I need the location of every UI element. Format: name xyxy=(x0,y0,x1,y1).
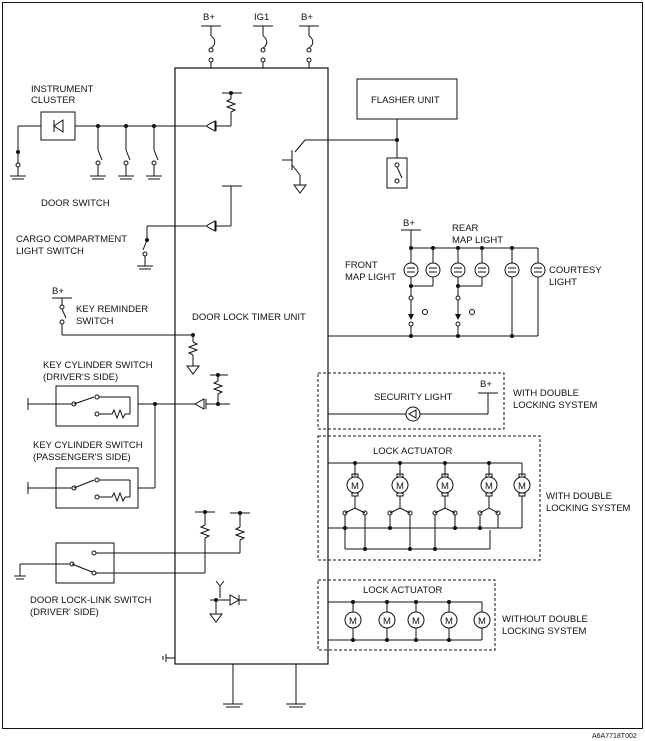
cargo-switch-label-2: LIGHT SWITCH xyxy=(16,246,84,257)
svg-text:M: M xyxy=(441,481,449,492)
instrument-cluster-label-1: INSTRUMENT xyxy=(31,84,93,95)
supply-ig1: IG1 xyxy=(254,12,269,23)
power-feeds xyxy=(201,25,319,68)
key-cyl-driver-label-2: (DRIVER'S SIDE) xyxy=(43,372,118,383)
key-cyl-driver-label-1: KEY CYLINDER SWITCH xyxy=(43,360,153,371)
key-cyl-pass-label-2: (PASSENGER'S SIDE) xyxy=(33,452,131,463)
security-light-circuit xyxy=(328,392,498,422)
courtesy-label-2: LIGHT xyxy=(549,277,577,288)
supply-bplus-1: B+ xyxy=(203,12,215,23)
key-reminder-label-1: KEY REMINDER xyxy=(76,304,148,315)
door-switch-wiring xyxy=(10,125,205,180)
flasher-unit-label: FLASHER UNIT xyxy=(371,95,440,106)
lock-actuator-label-1: LOCK ACTUATOR xyxy=(373,446,452,457)
svg-text:M: M xyxy=(412,616,420,627)
internal-diode-3 xyxy=(193,373,230,410)
security-bplus: B+ xyxy=(480,379,492,390)
timer-internal-resistor xyxy=(175,333,200,375)
key-reminder-bplus: B+ xyxy=(52,286,64,297)
without-dls-b: LOCKING SYSTEM xyxy=(502,626,587,637)
svg-text:M: M xyxy=(349,616,357,627)
motor-icon-no-dls: M M M M M xyxy=(344,602,491,640)
link-switch xyxy=(14,550,240,580)
internal-diode-4 xyxy=(209,580,247,623)
svg-text:M: M xyxy=(351,481,359,492)
key-cyl-driver-switch xyxy=(27,394,196,420)
key-cyl-pass-label-1: KEY CYLINDER SWITCH xyxy=(33,440,143,451)
lock-actuator-label-2: LOCK ACTUATOR xyxy=(363,585,442,596)
svg-text:M: M xyxy=(445,616,453,627)
instrument-cluster-box xyxy=(40,111,76,141)
flasher-relay xyxy=(394,162,403,184)
rear-map-label-1: REAR xyxy=(452,223,479,234)
lock-actuator-no-dls-circuit xyxy=(328,600,482,642)
key-reminder-switch xyxy=(52,297,175,336)
without-dls-a: WITHOUT DOUBLE xyxy=(502,614,588,625)
svg-text:M: M xyxy=(485,481,493,492)
instrument-cluster-label-2: CLUSTER xyxy=(31,95,75,106)
door-switch-label: DOOR SWITCH xyxy=(41,198,110,209)
with-dls-2b: LOCKING SYSTEM xyxy=(546,503,631,514)
link-switch-label-1: DOOR LOCK-LINK SWITCH xyxy=(30,595,152,606)
link-switch-box xyxy=(55,542,115,584)
door-lock-timer-unit-box xyxy=(174,67,329,665)
with-dls-1b: LOCKING SYSTEM xyxy=(513,400,598,411)
supply-bplus-2: B+ xyxy=(301,12,313,23)
security-light-label: SECURITY LIGHT xyxy=(374,392,453,403)
flasher-relay-box xyxy=(386,157,408,189)
motor-icon: M M M M M xyxy=(346,461,531,528)
link-switch-label-2: (DRIVER' SIDE) xyxy=(30,607,99,618)
with-dls-2a: WITH DOUBLE xyxy=(546,491,612,502)
map-light-switches xyxy=(328,277,539,338)
lock-actuator-dls-box xyxy=(317,435,541,561)
reference-code: A6A7718T002 xyxy=(592,733,637,740)
svg-text:M: M xyxy=(518,481,526,492)
rear-map-label-2: MAP LIGHT xyxy=(452,235,503,246)
key-reminder-label-2: SWITCH xyxy=(76,316,114,327)
courtesy-label-1: COURTESY xyxy=(549,265,602,276)
with-dls-1a: WITH DOUBLE xyxy=(513,388,579,399)
key-cyl-pass-switch xyxy=(27,404,156,503)
front-map-label-2: MAP LIGHT xyxy=(345,272,396,283)
flasher-unit-box xyxy=(356,78,458,120)
svg-text:M: M xyxy=(383,616,391,627)
map-bplus: B+ xyxy=(403,218,415,229)
svg-text:M: M xyxy=(396,481,404,492)
security-light-box xyxy=(317,372,505,430)
link-internal-resistors xyxy=(195,510,250,573)
unit-grounds xyxy=(162,654,306,708)
lock-actuator-no-dls-box xyxy=(317,579,496,651)
cargo-switch-label-1: CARGO COMPARTMENT xyxy=(16,234,127,245)
flasher-transistor xyxy=(282,119,399,194)
cluster-diode-icon xyxy=(53,119,64,133)
diagram-frame xyxy=(2,2,643,729)
lock-actuator-dls-circuit xyxy=(328,462,522,550)
svg-text:M: M xyxy=(478,616,486,627)
cargo-switch xyxy=(137,225,205,270)
door-switch-group xyxy=(90,124,162,180)
internal-diode-2 xyxy=(204,185,242,232)
timer-unit-label: DOOR LOCK TIMER UNIT xyxy=(192,312,306,323)
internal-diode-1 xyxy=(204,91,242,132)
actuator-switches xyxy=(342,507,501,551)
front-map-label-1: FRONT xyxy=(345,260,378,271)
key-cyl-driver-box xyxy=(55,385,139,427)
lamp-icon xyxy=(403,248,546,278)
